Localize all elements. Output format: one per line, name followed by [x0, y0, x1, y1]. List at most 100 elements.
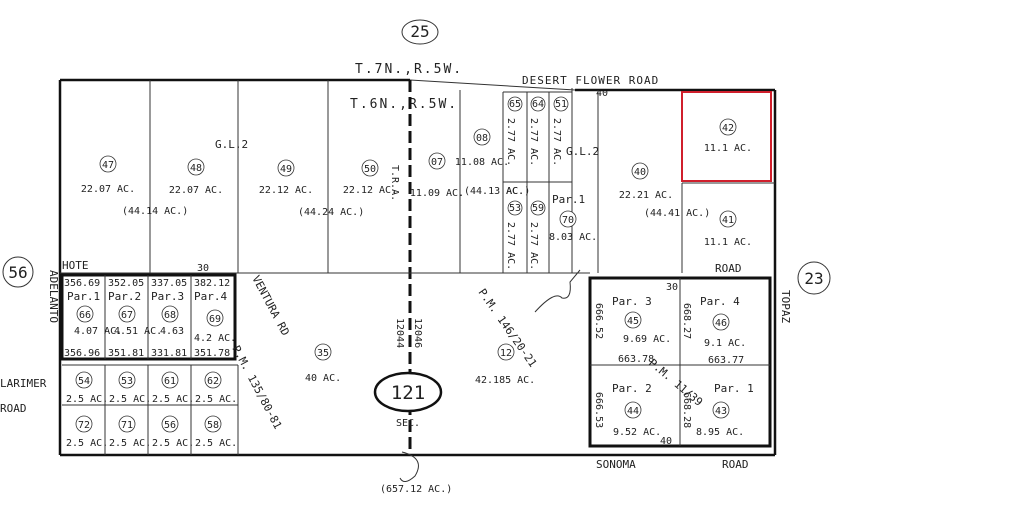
- parcel-acreage: 22.07 AC.: [169, 185, 223, 196]
- township-south: T.6N.,R.5W.: [350, 97, 458, 112]
- dim-bottom: 331.81: [151, 348, 187, 359]
- parcel-acreage: 8.95 AC.: [696, 427, 744, 438]
- parcel-number: 54: [78, 376, 90, 387]
- parcel-acreage: 2.5 AC.: [195, 394, 237, 405]
- parcel-number: 51: [555, 99, 567, 110]
- dim-668-27: 668.27: [681, 303, 692, 339]
- parcel-number: 40: [634, 167, 646, 178]
- parcel-acreage: 22.21 AC.: [619, 190, 673, 201]
- tra-code-b: 12046: [412, 318, 423, 348]
- parcel-acreage: 4.07 AC.: [74, 326, 122, 337]
- dim-l30: 30: [666, 282, 678, 293]
- right-par-2: Par. 2 44 9.52 AC.: [612, 382, 661, 438]
- top-parcel-group: 47 22.07 AC. 48 22.07 AC. 49 22.12 AC. 5…: [81, 118, 752, 248]
- parcel-acreage: 42.185 AC.: [475, 375, 535, 386]
- parcel-acreage: 4.63: [160, 326, 184, 337]
- parcel-number: 65: [509, 99, 521, 110]
- parcel-number: 53: [121, 376, 133, 387]
- dim-top: 382.12: [194, 278, 230, 289]
- parcel-number-circle: [75, 415, 93, 433]
- parcel-number-circle: [75, 371, 93, 389]
- label-gl2-right: G.L.2: [566, 145, 599, 158]
- parcel-number-circle: [118, 371, 136, 389]
- parcel-number-circle: [118, 305, 136, 323]
- road-larimer: LARIMER: [0, 377, 47, 390]
- road-bottom: ROAD: [722, 458, 749, 471]
- parcel-acreage: 2.5 AC.: [152, 438, 194, 449]
- section-number: 121: [391, 382, 425, 404]
- parcel-number-circle: [719, 118, 737, 136]
- parcel-acreage: 22.12 AC.: [259, 185, 313, 196]
- road-hote: HOTE: [62, 259, 89, 272]
- dim-bottom: 356.96: [64, 348, 100, 359]
- parcel-number-circle: [631, 162, 649, 180]
- parcel-acreage: 2.5 AC.: [109, 438, 151, 449]
- parcel-number-circle: [712, 401, 730, 419]
- parcel-acreage: 2.77 AC.: [505, 118, 516, 166]
- parcel-acreage: 9.52 AC.: [613, 427, 661, 438]
- parcel-number: 08: [476, 133, 488, 144]
- parcel-number: 61: [164, 376, 176, 387]
- parcel-number-circle: [473, 128, 491, 146]
- dim-bottom: 351.78: [194, 348, 230, 359]
- label-pm-11: P.M. 11/39: [646, 356, 705, 409]
- parcel-number-circle: [118, 415, 136, 433]
- parcel-number: 64: [532, 99, 544, 110]
- parcel-number: 59: [532, 203, 544, 214]
- parcel-number: 69: [209, 314, 221, 325]
- dim-663-78: 663.78: [618, 354, 654, 365]
- dim-top: 356.69: [64, 278, 100, 289]
- parcel-47: 47 22.07 AC.: [81, 155, 135, 195]
- parcel-label: Par.3: [151, 290, 184, 303]
- parcel-acreage: 2.5 AC.: [152, 394, 194, 405]
- dim-top: 337.05: [151, 278, 187, 289]
- road-sonoma: SONOMA: [596, 458, 636, 471]
- dim-bottom: 351.81: [108, 348, 144, 359]
- small-lot-56: 56 2.5 AC.: [152, 415, 194, 449]
- section-label: SEC.: [396, 418, 420, 429]
- parcel-number-circle: [497, 343, 515, 361]
- small-lot-58: 58 2.5 AC.: [195, 415, 237, 449]
- parcel-acreage: 11.1 AC.: [704, 143, 752, 154]
- parcel-number-circle: [161, 415, 179, 433]
- tra-code-a: 12044: [394, 318, 405, 348]
- parcel-number: 46: [715, 318, 727, 329]
- dim-666-53: 666.53: [593, 392, 604, 428]
- parcel-number: 42: [722, 123, 734, 134]
- parcel-35: 35 40 AC.: [305, 343, 341, 384]
- township-line: [409, 79, 576, 91]
- strip-59: 59 2.77 AC.: [528, 200, 546, 270]
- parcel-number-circle: [361, 159, 379, 177]
- highlighted-parcel-42: [681, 91, 772, 182]
- parcel-acreage: 22.07 AC.: [81, 184, 135, 195]
- parcel-acreage: 9.1 AC.: [704, 338, 746, 349]
- strip-53: 53 2.77 AC.: [505, 200, 523, 270]
- right-par-1: Par. 1 43 8.95 AC.: [696, 382, 754, 438]
- parcel-07: 07 11.09 AC.: [410, 152, 464, 199]
- parcel-acreage: 11.08 AC.: [455, 157, 509, 168]
- side-ref-right: 23: [804, 269, 823, 288]
- parcel-number-circle: [507, 96, 523, 112]
- parcel-12: 12 42.185 AC.: [475, 343, 535, 386]
- parcel-number-circle: [530, 96, 546, 112]
- parcel-number-circle: [530, 200, 546, 216]
- parcel-number-circle: [428, 152, 446, 170]
- parcel-number: 43: [715, 406, 727, 417]
- parcel-number-circle: [277, 159, 295, 177]
- small-lot-54: 54 2.5 AC.: [66, 371, 108, 405]
- parcel-number: 56: [164, 420, 176, 431]
- parcel-number-circle: [712, 313, 730, 331]
- pm-146-leader-line: [534, 269, 581, 313]
- corner-reference: 40: [596, 88, 608, 99]
- parcel-number: 07: [431, 157, 443, 168]
- parcel-number: 67: [121, 310, 133, 321]
- small-lot-61: 61 2.5 AC.: [152, 371, 194, 405]
- strip-lots: 65 2.77 AC. 64 2.77 AC. 51 2.77 AC. 53 2…: [505, 96, 569, 270]
- label-gl2-left: G.L.2: [215, 138, 248, 151]
- parcel-50: 50 22.12 AC.: [343, 159, 397, 196]
- combined-acreage-b: (44.24 AC.): [298, 207, 364, 218]
- parcel-number-circle: [624, 401, 642, 419]
- parcel-number: 68: [164, 310, 176, 321]
- combined-acreage-d: (44.41 AC.): [644, 208, 710, 219]
